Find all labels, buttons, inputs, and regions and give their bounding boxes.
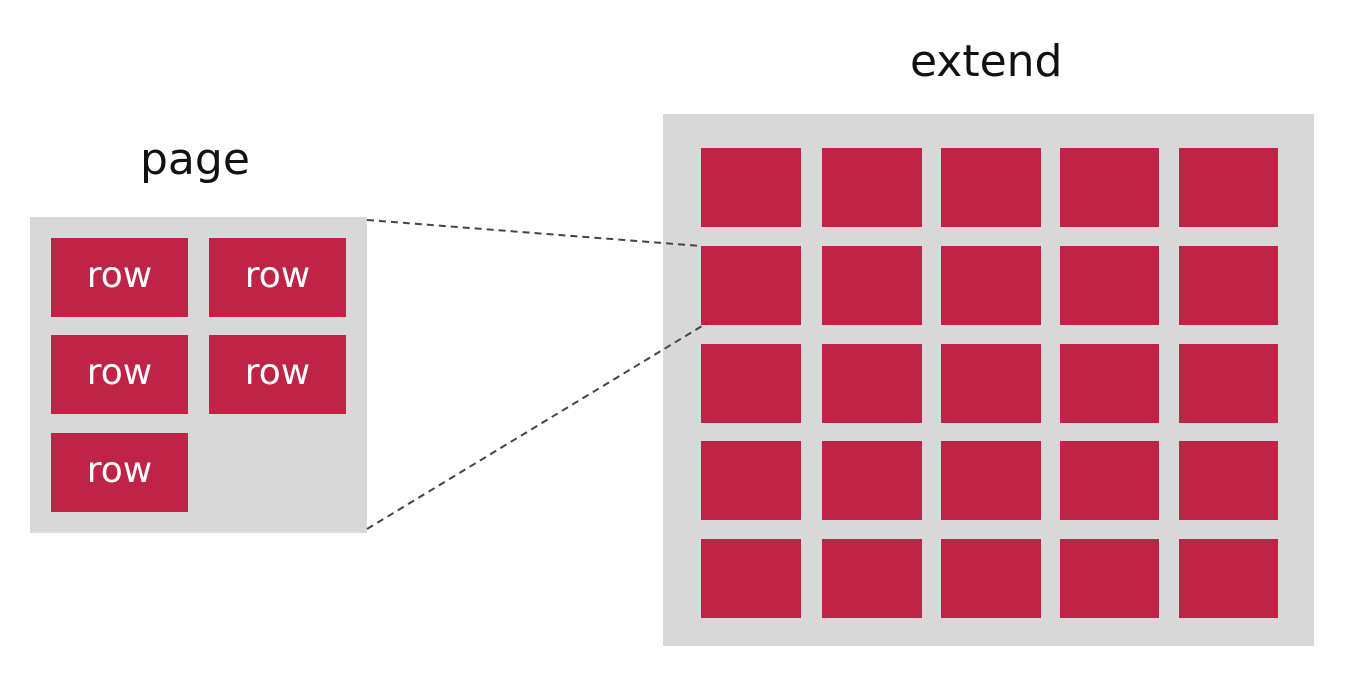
grid-block bbox=[941, 539, 1041, 618]
grid-block bbox=[1060, 441, 1159, 520]
grid-block bbox=[1179, 148, 1278, 227]
grid-block bbox=[822, 441, 922, 520]
grid-block bbox=[941, 344, 1041, 423]
grid-block bbox=[701, 539, 801, 618]
grid-block bbox=[1060, 148, 1159, 227]
extend-title: extend bbox=[910, 36, 1063, 87]
row-block: row bbox=[209, 335, 346, 414]
row-label: row bbox=[244, 254, 311, 296]
row-block: row bbox=[209, 238, 346, 317]
row-label: row bbox=[86, 254, 153, 296]
row-block: row bbox=[51, 433, 188, 512]
row-label: row bbox=[244, 351, 311, 393]
connector-line-top bbox=[366, 219, 702, 247]
page-panel: row row row row row bbox=[30, 217, 367, 533]
grid-block bbox=[1179, 441, 1278, 520]
grid-block bbox=[822, 539, 922, 618]
grid-block bbox=[701, 441, 801, 520]
grid-block bbox=[1179, 246, 1278, 325]
grid-block bbox=[941, 246, 1041, 325]
grid-block bbox=[701, 344, 801, 423]
row-block: row bbox=[51, 335, 188, 414]
grid-block bbox=[701, 246, 801, 325]
grid-block bbox=[822, 148, 922, 227]
page-title: page bbox=[140, 134, 250, 185]
connector-line-bottom bbox=[366, 322, 708, 530]
grid-block bbox=[941, 441, 1041, 520]
grid-block bbox=[1060, 344, 1159, 423]
grid-block bbox=[941, 148, 1041, 227]
grid-block bbox=[822, 344, 922, 423]
row-block: row bbox=[51, 238, 188, 317]
grid-block bbox=[1179, 539, 1278, 618]
row-label: row bbox=[86, 351, 153, 393]
row-label: row bbox=[86, 449, 153, 491]
grid-block bbox=[1179, 344, 1278, 423]
grid-block bbox=[1060, 246, 1159, 325]
grid-block bbox=[822, 246, 922, 325]
grid-block bbox=[701, 148, 801, 227]
extend-panel bbox=[663, 114, 1314, 646]
grid-block bbox=[1060, 539, 1159, 618]
